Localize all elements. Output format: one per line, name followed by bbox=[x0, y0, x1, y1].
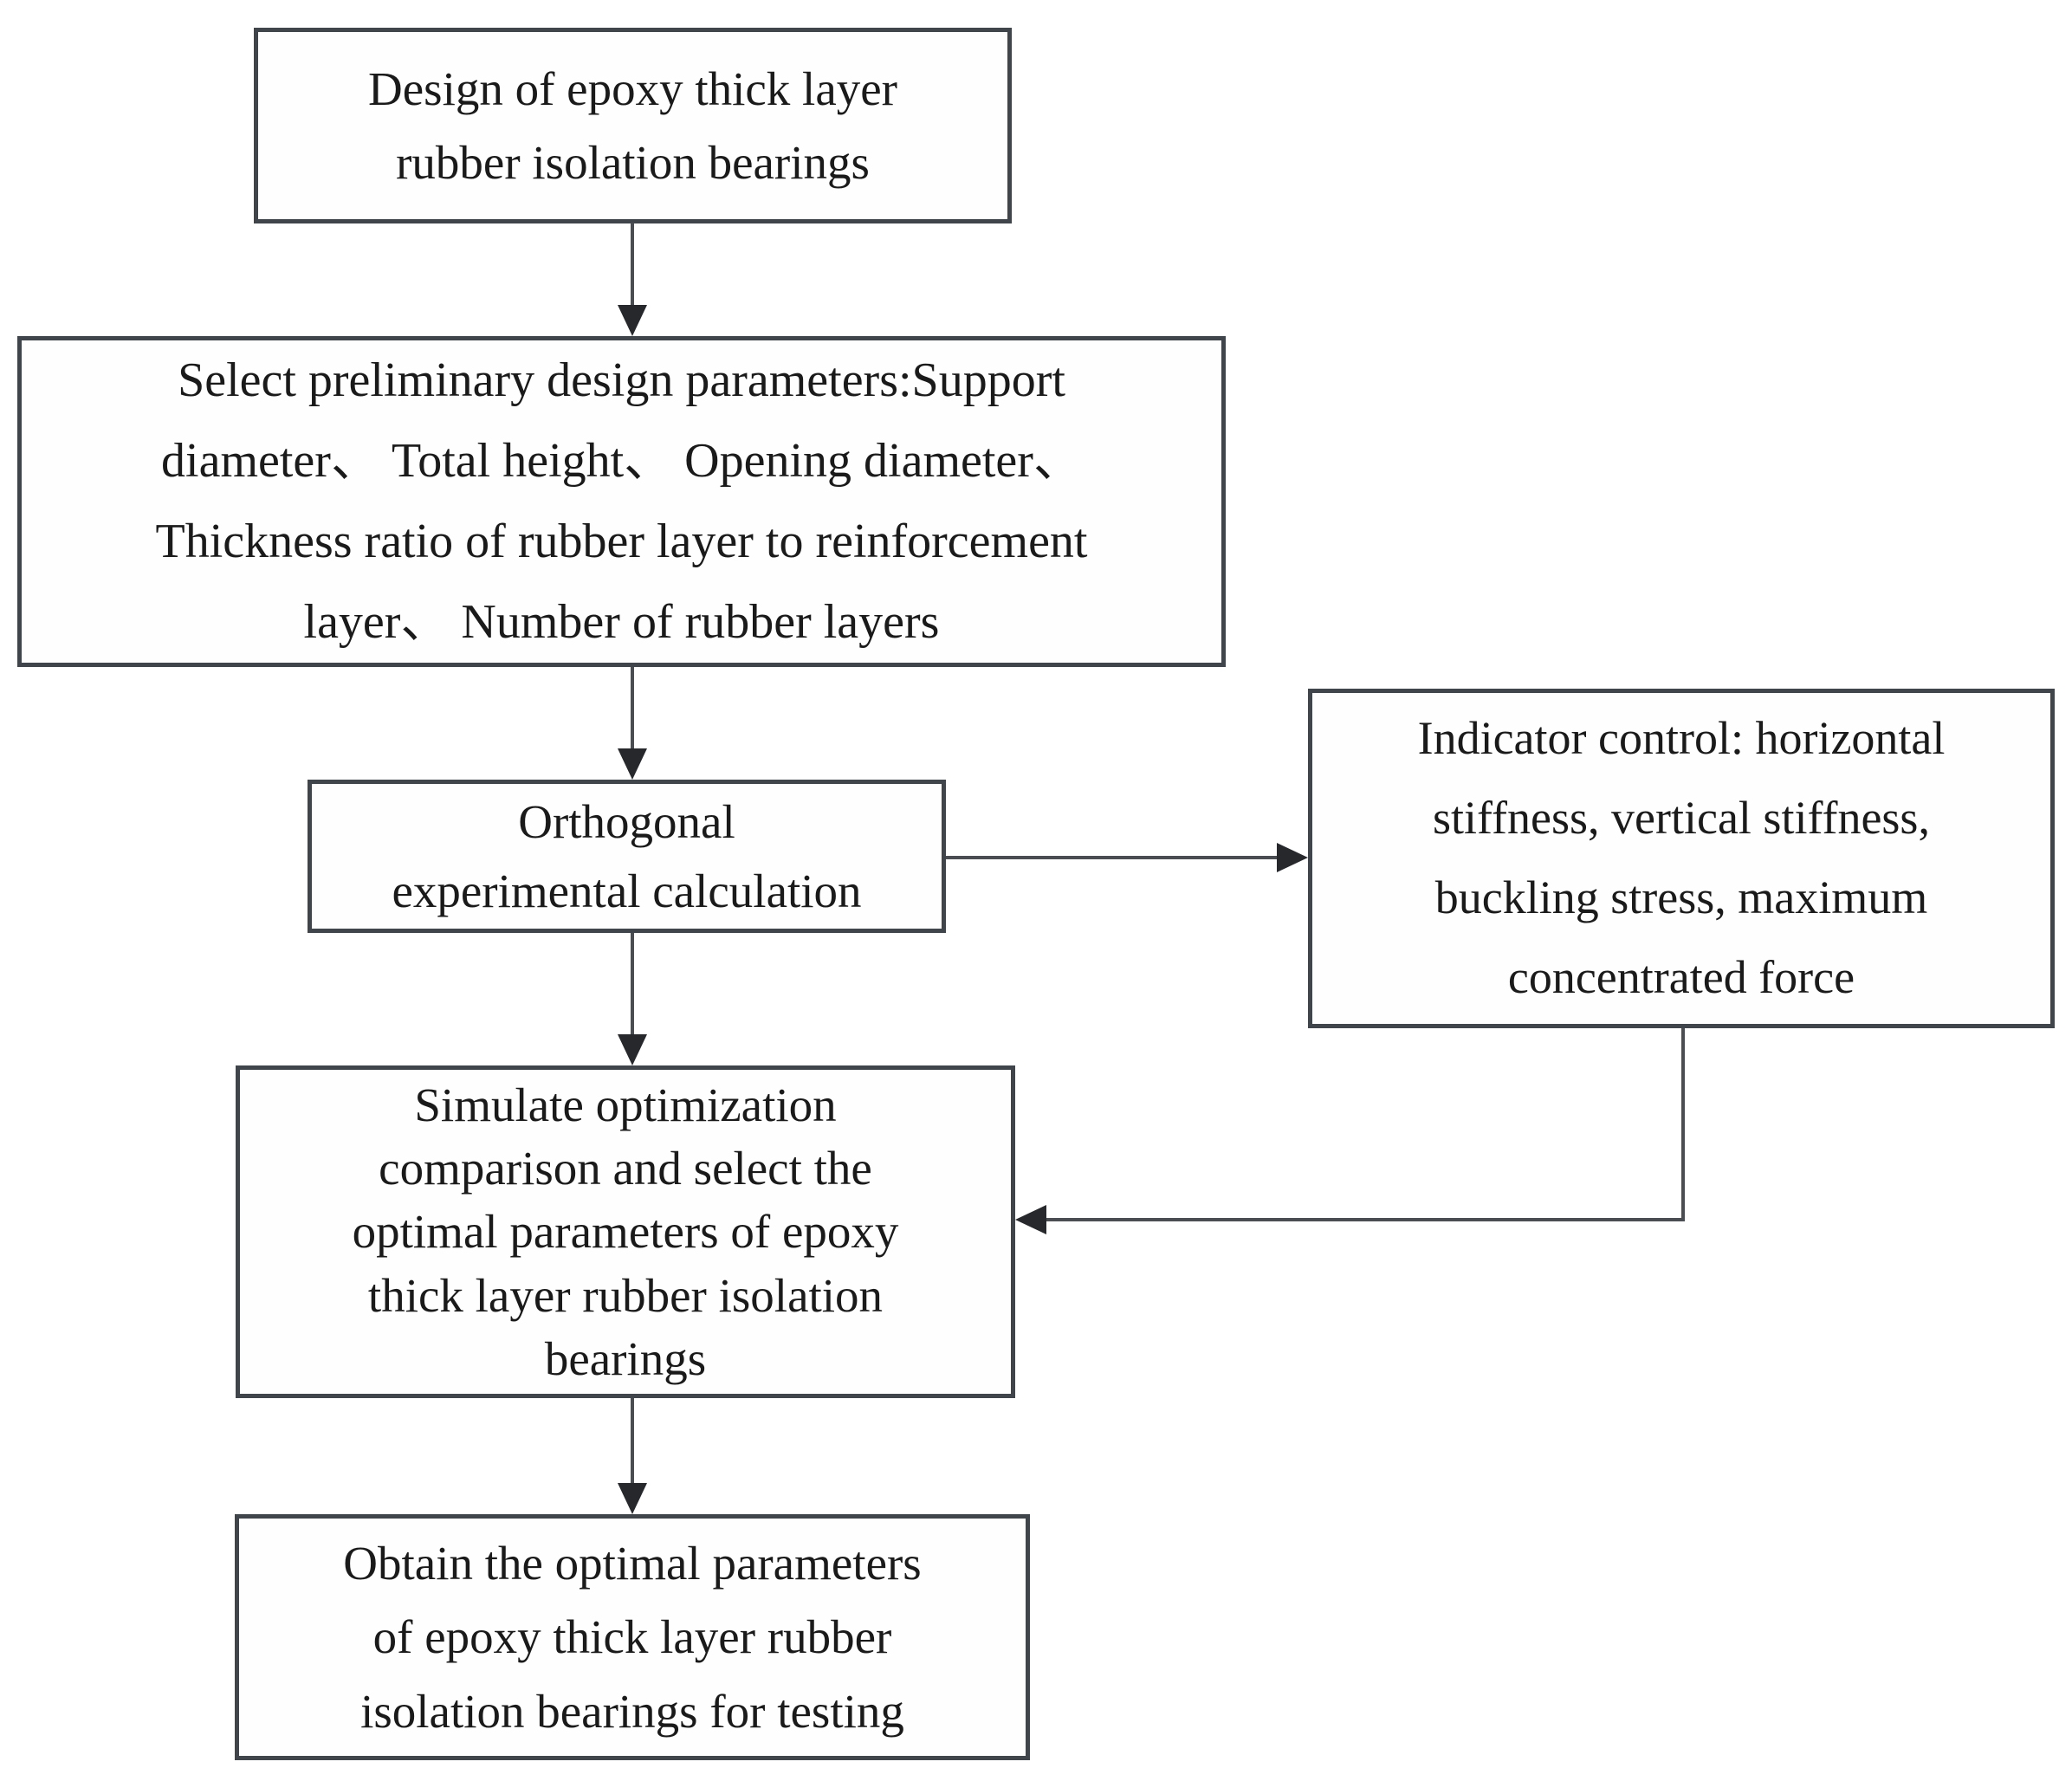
flow-node-obtain-parameters: Obtain the optimal parameters of epoxy t… bbox=[235, 1514, 1030, 1760]
edge-indicator-simulate-horizontal-line bbox=[1046, 1218, 1685, 1221]
edge-orthogonal-simulate-line bbox=[631, 933, 634, 1036]
edge-indicator-simulate-vertical-line bbox=[1681, 1028, 1685, 1221]
edge-orthogonal-indicator-line bbox=[946, 856, 1279, 859]
flow-node-orthogonal-calculation: Orthogonal experimental calculation bbox=[308, 780, 946, 933]
edge-simulate-obtain-line bbox=[631, 1398, 634, 1485]
flow-node-simulate-optimization: Simulate optimization comparison and sel… bbox=[236, 1065, 1015, 1398]
arrowhead-down-icon bbox=[618, 1034, 647, 1065]
flow-node-design: Design of epoxy thick layer rubber isola… bbox=[254, 28, 1012, 223]
arrowhead-right-icon bbox=[1277, 843, 1308, 872]
edge-design-select-line bbox=[631, 223, 634, 307]
arrowhead-left-icon bbox=[1015, 1205, 1046, 1234]
flow-node-indicator-control: Indicator control: horizontal stiffness,… bbox=[1308, 689, 2055, 1028]
arrowhead-down-icon bbox=[618, 305, 647, 336]
edge-select-orthogonal-line bbox=[631, 667, 634, 750]
flow-node-select-parameters: Select preliminary design parameters:Sup… bbox=[17, 336, 1226, 667]
arrowhead-down-icon bbox=[618, 1483, 647, 1514]
arrowhead-down-icon bbox=[618, 748, 647, 780]
